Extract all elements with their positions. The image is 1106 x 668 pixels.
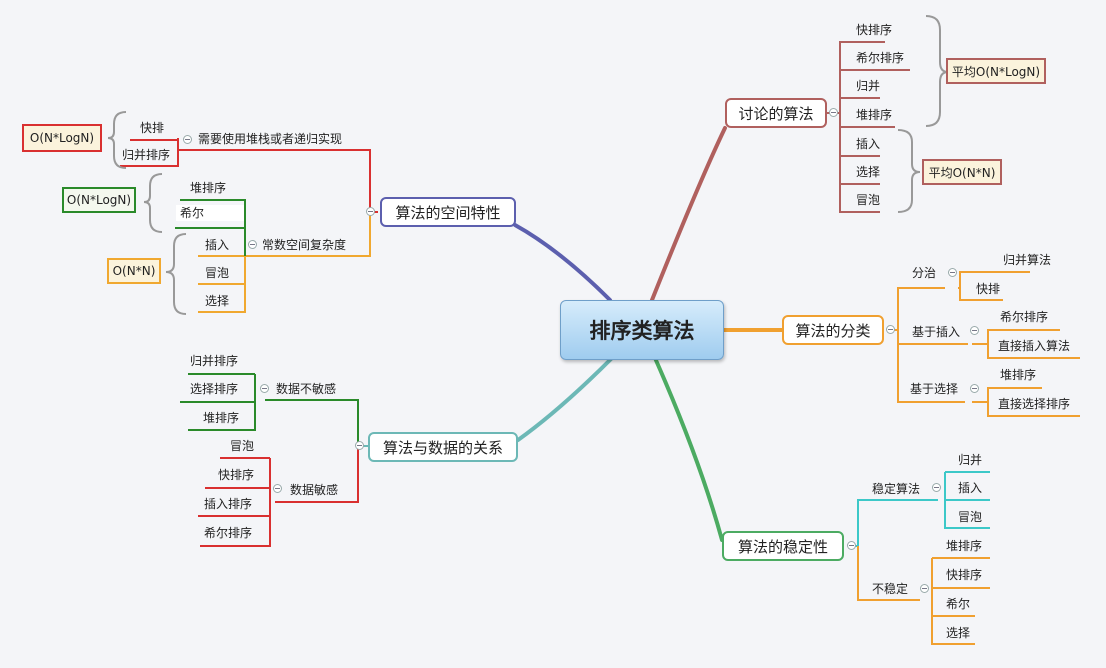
- avg-nlogn-box[interactable]: 平均O(N*LogN): [946, 58, 1046, 84]
- space-green-tree: [175, 199, 246, 256]
- stability-stable-item[interactable]: 归并: [958, 453, 983, 467]
- classify-item[interactable]: 堆排序: [1000, 368, 1037, 382]
- space-recursive-complexity[interactable]: O(N*LogN): [22, 124, 102, 152]
- stability-unstable-item[interactable]: 堆排序: [946, 539, 983, 553]
- collapse-toggle[interactable]: [970, 326, 979, 335]
- space-braces: [107, 111, 187, 315]
- stability-unstable-tree: [857, 546, 990, 645]
- stability-stable-item[interactable]: 冒泡: [958, 510, 983, 524]
- space-constant-nlogn[interactable]: O(N*LogN): [62, 187, 136, 213]
- stability-stable-tree: [855, 471, 990, 547]
- stability-unstable-item[interactable]: 选择: [946, 626, 971, 640]
- space-constant-item[interactable]: 堆排序: [190, 181, 227, 195]
- space-constant-label[interactable]: 常数空间复杂度: [262, 238, 347, 252]
- collapse-toggle[interactable]: [260, 384, 269, 393]
- classify-item[interactable]: 直接插入算法: [998, 339, 1071, 353]
- discussed-item[interactable]: 希尔排序: [856, 51, 905, 65]
- collapse-toggle[interactable]: [183, 135, 192, 144]
- space-recursive-item[interactable]: 归并排序: [122, 148, 171, 162]
- space-constant-item[interactable]: 冒泡: [205, 266, 230, 280]
- relation-sensitive-item[interactable]: 冒泡: [230, 439, 255, 453]
- avg-nn-box[interactable]: 平均O(N*N): [922, 159, 1002, 185]
- relation-sensitive-item[interactable]: 希尔排序: [204, 526, 253, 540]
- relation-sensitive-item[interactable]: 快排序: [218, 468, 255, 482]
- classify-item[interactable]: 希尔排序: [1000, 310, 1049, 324]
- collapse-toggle[interactable]: [355, 441, 364, 450]
- collapse-toggle[interactable]: [886, 325, 895, 334]
- discussed-item[interactable]: 冒泡: [856, 193, 881, 207]
- space-recursive-label[interactable]: 需要使用堆栈或者递归实现: [198, 132, 343, 146]
- branch-discussed: [650, 126, 727, 302]
- relation-insensitive-label[interactable]: 数据不敏感: [276, 382, 337, 396]
- topic-relation[interactable]: 算法与数据的关系: [368, 432, 518, 462]
- relation-sensitive-tree: [198, 446, 359, 547]
- collapse-toggle[interactable]: [920, 584, 929, 593]
- collapse-toggle[interactable]: [248, 240, 257, 249]
- relation-sensitive-label[interactable]: 数据敏感: [290, 483, 339, 497]
- branch-stability: [653, 356, 724, 542]
- classify-item[interactable]: 归并算法: [1003, 253, 1052, 267]
- relation-insensitive-item[interactable]: 归并排序: [190, 354, 239, 368]
- collapse-toggle[interactable]: [970, 384, 979, 393]
- relation-sensitive-item[interactable]: 插入排序: [204, 497, 253, 511]
- stability-stable-label[interactable]: 稳定算法: [872, 482, 921, 496]
- topic-space[interactable]: 算法的空间特性: [380, 197, 516, 227]
- branch-relation: [516, 356, 614, 442]
- discussed-item[interactable]: 归并: [856, 79, 881, 93]
- discussed-item[interactable]: 选择: [856, 165, 881, 179]
- branch-space: [513, 223, 612, 302]
- classify-tree: [893, 271, 1080, 417]
- stability-unstable-label[interactable]: 不稳定: [872, 582, 909, 596]
- relation-insensitive-item[interactable]: 堆排序: [203, 411, 240, 425]
- classify-item[interactable]: 直接选择排序: [998, 397, 1071, 411]
- root-topic[interactable]: 排序类算法: [560, 300, 724, 360]
- classify-group-label[interactable]: 基于选择: [910, 382, 959, 396]
- collapse-toggle[interactable]: [932, 483, 941, 492]
- discussed-item[interactable]: 插入: [856, 137, 881, 151]
- collapse-toggle[interactable]: [847, 541, 856, 550]
- discussed-item[interactable]: 堆排序: [856, 108, 893, 122]
- collapse-toggle[interactable]: [948, 268, 957, 277]
- collapse-toggle[interactable]: [273, 484, 282, 493]
- discussed-item[interactable]: 快排序: [856, 23, 893, 37]
- space-constant-item[interactable]: 插入: [205, 238, 230, 252]
- stability-stable-item[interactable]: 插入: [958, 481, 983, 495]
- space-recursive-item[interactable]: 快排: [140, 121, 165, 135]
- topic-discussed[interactable]: 讨论的算法: [725, 98, 827, 128]
- space-constant-item[interactable]: 希尔: [176, 205, 244, 221]
- relation-insensitive-item[interactable]: 选择排序: [190, 382, 239, 396]
- space-constant-item[interactable]: 选择: [205, 294, 230, 308]
- collapse-toggle[interactable]: [366, 207, 375, 216]
- stability-unstable-item[interactable]: 希尔: [946, 597, 971, 611]
- topic-classify[interactable]: 算法的分类: [782, 315, 884, 345]
- classify-group-label[interactable]: 分治: [912, 266, 937, 280]
- collapse-toggle[interactable]: [829, 108, 838, 117]
- stability-unstable-item[interactable]: 快排序: [946, 568, 983, 582]
- classify-item[interactable]: 快排: [976, 282, 1001, 296]
- topic-stability[interactable]: 算法的稳定性: [722, 531, 844, 561]
- relation-insensitive-tree: [180, 373, 359, 446]
- classify-group-label[interactable]: 基于插入: [912, 325, 961, 339]
- space-constant-nn[interactable]: O(N*N): [107, 258, 161, 284]
